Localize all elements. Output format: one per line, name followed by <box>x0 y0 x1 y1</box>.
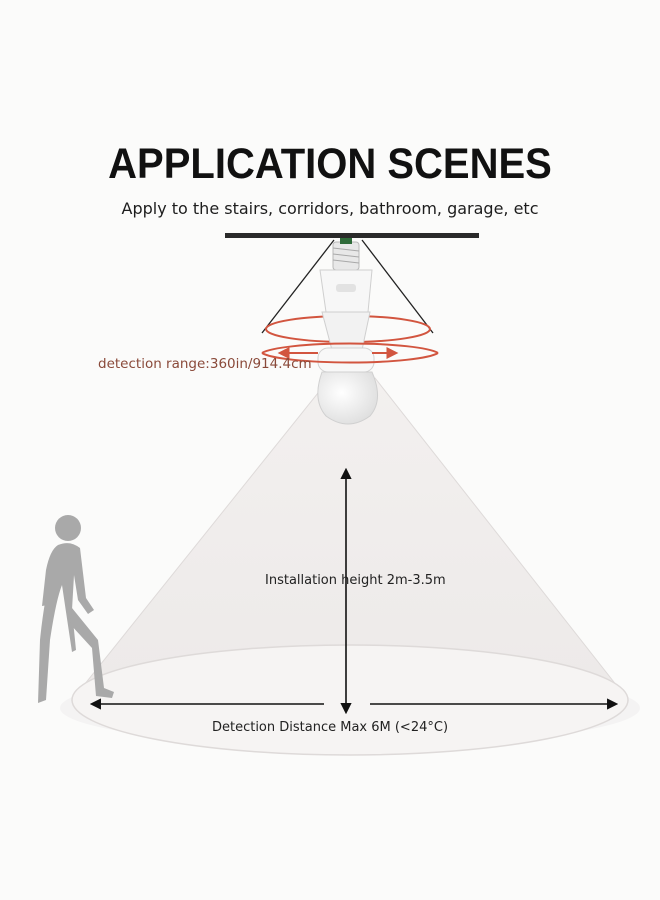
detection-range-label: detection range:360in/914.4cm <box>98 356 312 372</box>
cone-line-left <box>261 239 335 334</box>
cone-line-right <box>361 239 434 334</box>
page-subtitle: Apply to the stairs, corridors, bathroom… <box>121 199 539 218</box>
bulb-socket-sensor-icon <box>317 238 378 425</box>
detection-floor-ellipse <box>71 644 629 756</box>
detection-distance-label: Detection Distance Max 6M (<24°C) <box>211 720 449 735</box>
page-title: APPLICATION SCENES <box>108 140 552 188</box>
ceiling-bar <box>225 233 479 238</box>
installation-height-label: Installation height 2m-3.5m <box>265 573 446 588</box>
rotation-ring-lower-back <box>261 342 439 354</box>
walking-person-icon <box>38 515 114 703</box>
rotation-ring-lower-front <box>261 352 439 364</box>
